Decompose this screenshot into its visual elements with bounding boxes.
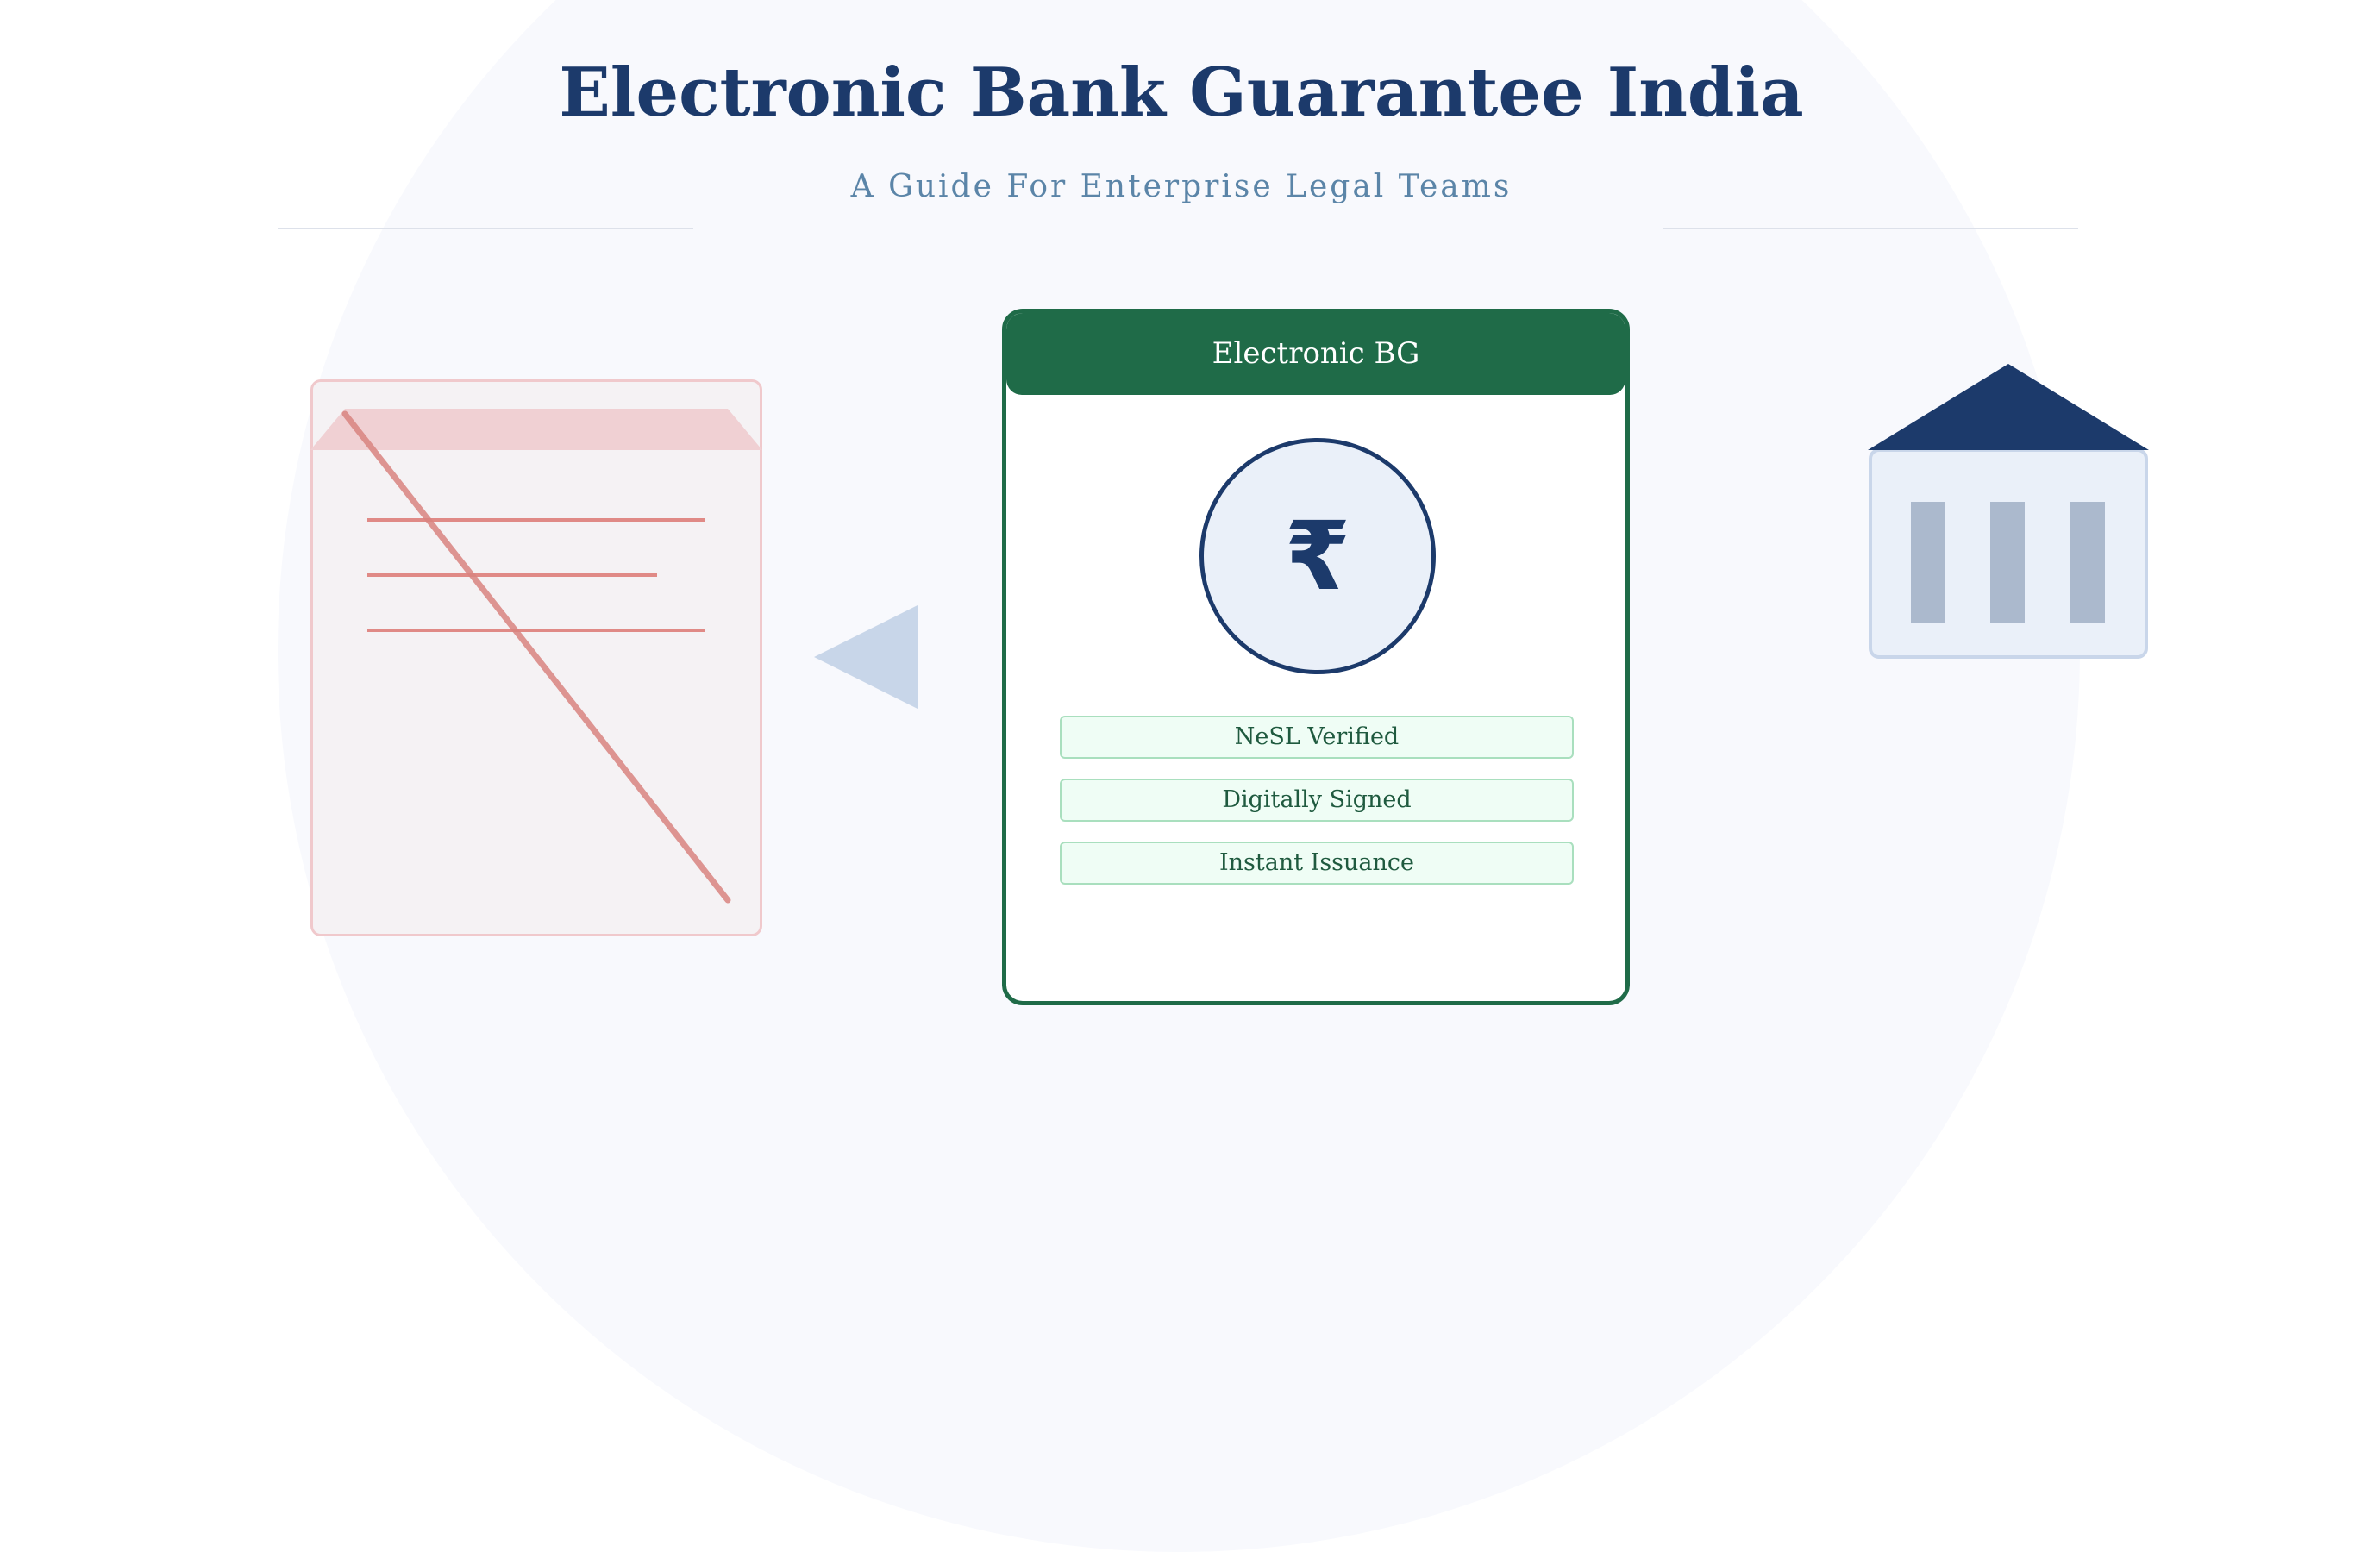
badge-nesl-verified: NeSL Verified xyxy=(1060,716,1574,759)
bank-roof xyxy=(1868,364,2149,450)
rupee-symbol: ₹ xyxy=(1284,501,1351,611)
arrow-left-icon xyxy=(814,605,918,709)
bank-building-icon xyxy=(1868,364,2149,659)
badge-instant-issuance: Instant Issuance xyxy=(1060,842,1574,885)
bank-pillar xyxy=(2070,502,2105,623)
page-subtitle: A Guide For Enterprise Legal Teams xyxy=(850,169,1513,204)
electronic-bg-card: Electronic BG ₹ NeSL Verified Digitally … xyxy=(1002,309,1630,1005)
paper-header-band xyxy=(310,409,762,450)
bank-pillar xyxy=(1990,502,2025,623)
divider-right xyxy=(1663,228,2078,229)
strike-through-line xyxy=(341,410,731,904)
rupee-icon: ₹ xyxy=(1199,438,1436,674)
badge-digitally-signed: Digitally Signed xyxy=(1060,779,1574,822)
crossed-out-paper-document-icon xyxy=(310,409,762,904)
bank-pillar xyxy=(1911,502,1945,623)
card-title: Electronic BG xyxy=(1006,313,1625,395)
divider-left xyxy=(278,228,693,229)
page-title: Electronic Bank Guarantee India xyxy=(559,53,1804,132)
